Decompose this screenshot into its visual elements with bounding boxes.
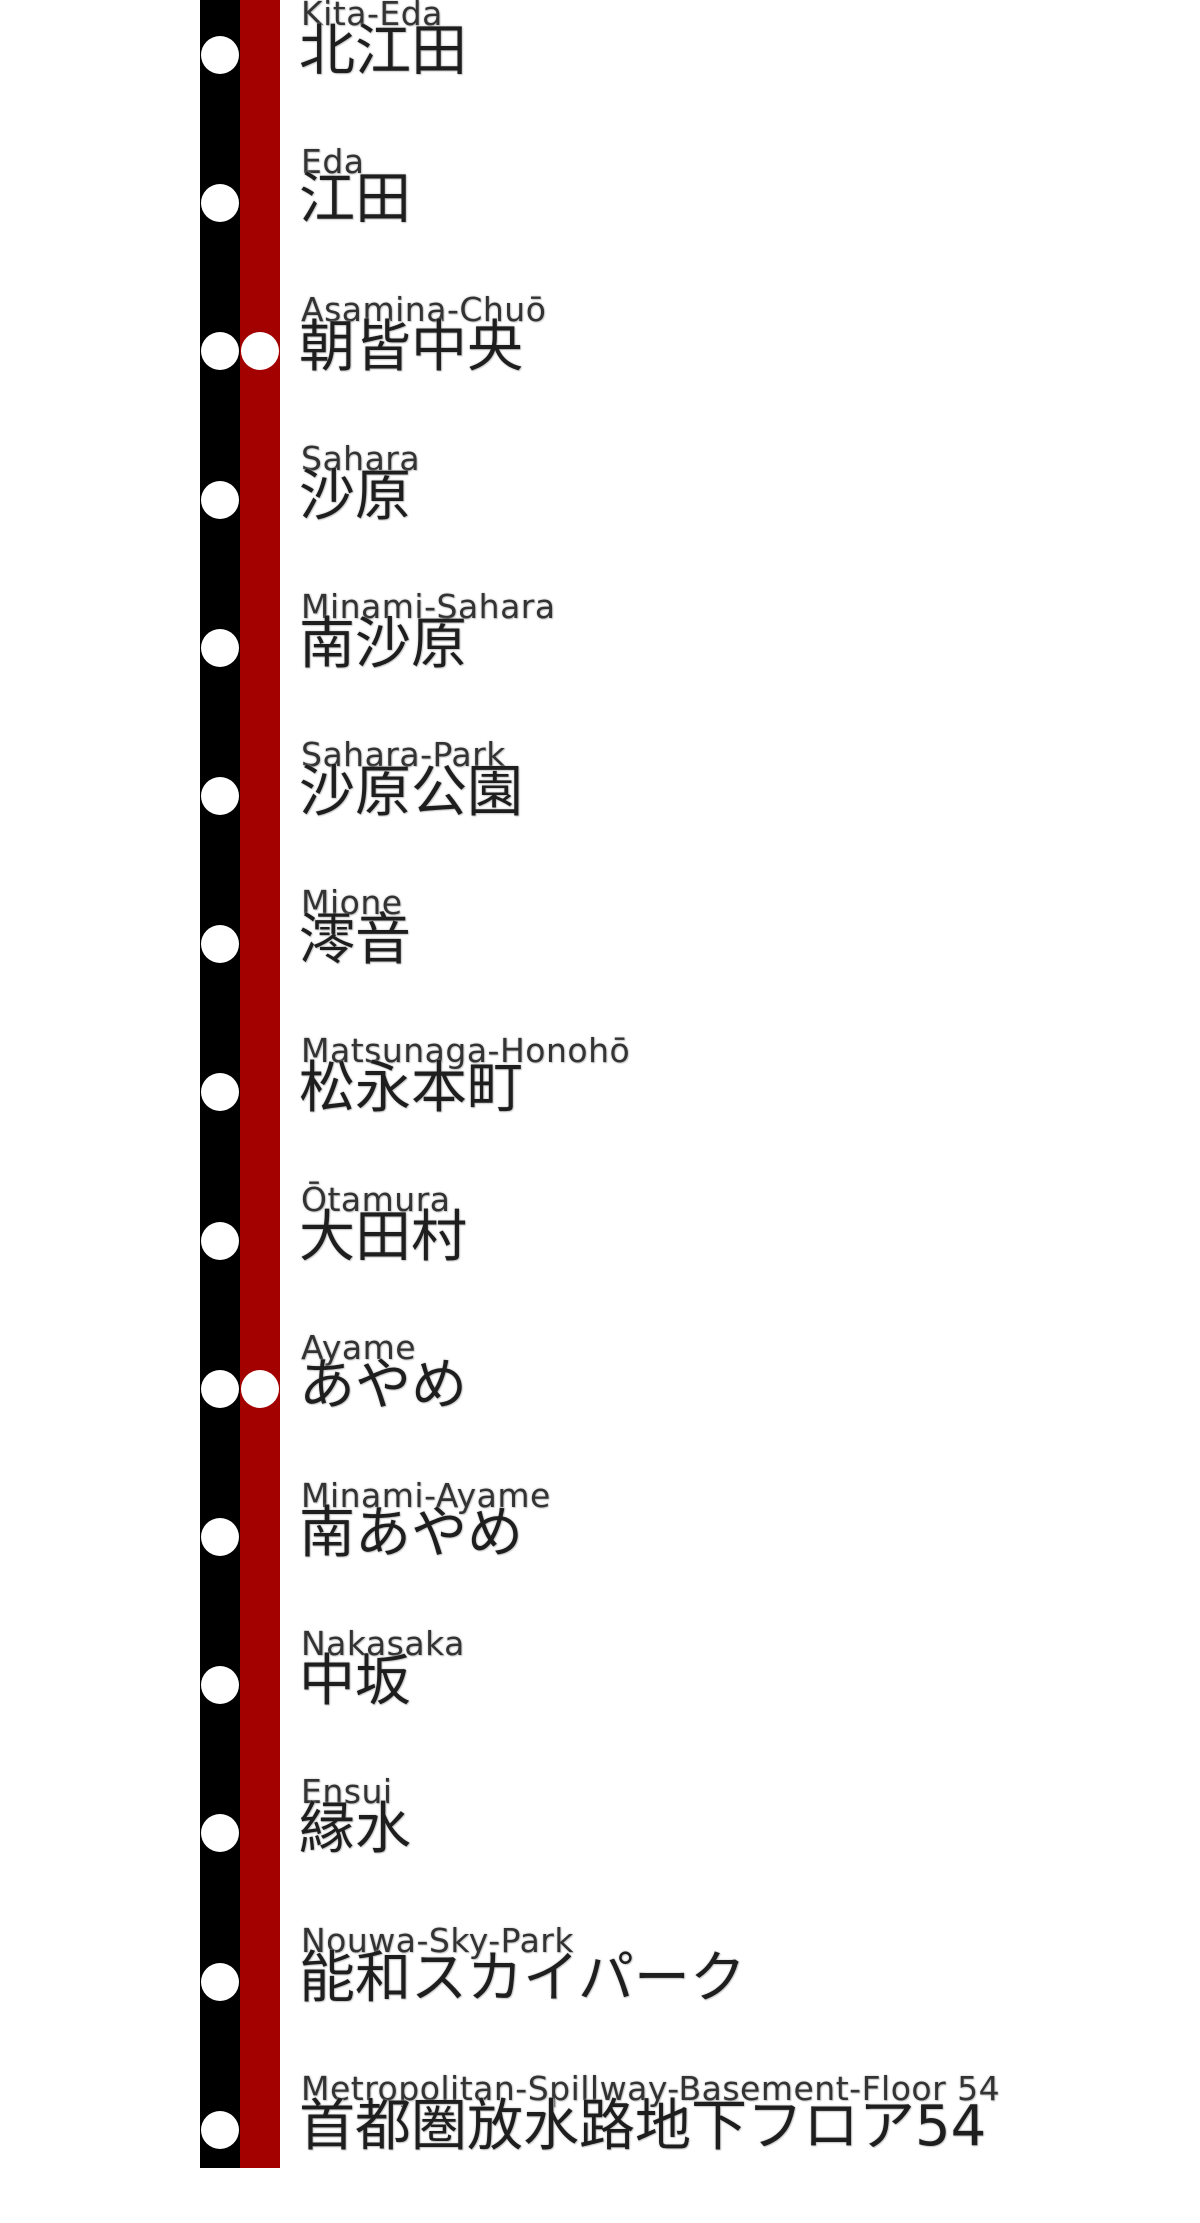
station-name-en: Ayame (301, 1327, 417, 1367)
station-item[interactable]: Sahara 沙原 (0, 440, 1200, 593)
station-item[interactable]: Matsunaga-Honohō 松永本町 (0, 1033, 1200, 1185)
station-name-en: Kita-Eda (301, 0, 443, 33)
station-name-en: Nakasaka (301, 1624, 465, 1664)
station-name-ja: 南沙原 (299, 611, 467, 677)
station-item[interactable]: Eda 江田 (0, 144, 1200, 296)
black-line-station-dot-icon (201, 1518, 239, 1556)
station-item[interactable]: Kita-Eda 北江田 (0, 0, 1200, 148)
station-name-ja: あやめ (299, 1352, 467, 1418)
black-line-station-dot-icon (201, 480, 239, 519)
black-line-station-dot-icon (201, 628, 239, 667)
station-name-ja: 沙原 (299, 463, 411, 529)
station-item[interactable]: Minami-Sahara 南沙原 (0, 588, 1200, 741)
station-name-en: Sahara-Park (301, 735, 506, 774)
station-name-en: Minami-Ayame (301, 1476, 551, 1515)
black-line-station-dot-icon (201, 1369, 239, 1408)
station-item[interactable]: Nouwa-Sky-Park 能和スカイパーク (0, 1922, 1200, 2075)
station-name-ja: 北江田 (299, 19, 467, 84)
station-name-en: Mione (301, 883, 403, 923)
red-line-station-dot-icon (241, 1369, 279, 1408)
station-name-ja: 能和スカイパーク (299, 1945, 746, 2011)
station-item[interactable]: Sahara-Park 沙原公園 (0, 737, 1200, 889)
black-line-station-dot-icon (201, 1221, 239, 1260)
station-list: Kita-Eda 北江田 Eda 江田 Asamina-Chuō 朝皆中央 Sa… (0, 0, 1200, 2158)
station-item[interactable]: Nakasaka 中坂 (0, 1626, 1200, 1778)
station-name-ja: 中坂 (299, 1649, 411, 1715)
black-line-station-dot-icon (201, 925, 239, 964)
station-name-ja: 江田 (299, 167, 411, 233)
station-name-en: Matsunaga-Honohō (301, 1031, 631, 1071)
station-item[interactable]: Mione 澪音 (0, 885, 1200, 1037)
station-name-ja: 朝皆中央 (299, 315, 523, 381)
station-item[interactable]: Ayame あやめ (0, 1329, 1200, 1482)
station-name-ja: 南あやめ (299, 1501, 523, 1566)
station-name-ja: 大田村 (299, 1204, 467, 1270)
station-name-ja: 沙原公園 (299, 760, 523, 825)
station-name-en: Ensui (301, 1772, 393, 1812)
station-name-en: Nouwa-Sky-Park (301, 1920, 574, 1960)
station-item[interactable]: Ensui 縁水 (0, 1774, 1200, 1926)
black-line-station-dot-icon (201, 1962, 239, 2001)
black-line-station-dot-icon (201, 2110, 239, 2149)
station-name-ja: 澪音 (299, 908, 411, 974)
black-line-station-dot-icon (201, 777, 239, 815)
black-line-station-dot-icon (201, 1814, 239, 1853)
black-line-station-dot-icon (201, 184, 239, 223)
station-name-ja: 首都圏放水路地下フロア54 (299, 2093, 987, 2159)
station-name-en: Asamina-Chuō (301, 290, 547, 330)
station-name-en: Eda (301, 142, 365, 182)
red-line-station-dot-icon (241, 332, 279, 371)
station-item[interactable]: Asamina-Chuō 朝皆中央 (0, 292, 1200, 444)
station-item[interactable]: Minami-Ayame 南あやめ (0, 1478, 1200, 1630)
black-line-station-dot-icon (201, 332, 239, 371)
station-item[interactable]: Metropolitan-Spillway-Basement-Floor 54 … (0, 2070, 1200, 2223)
black-line-station-dot-icon (201, 1073, 239, 1112)
station-name-ja: 縁水 (299, 1797, 411, 1863)
station-item[interactable]: Ōtamura 大田村 (0, 1181, 1200, 1334)
station-name-en: Ōtamura (301, 1179, 451, 1219)
station-name-ja: 松永本町 (299, 1056, 523, 1122)
station-name-en: Minami-Sahara (301, 586, 556, 626)
black-line-station-dot-icon (201, 36, 239, 74)
station-name-en: Sahara (301, 438, 421, 478)
black-line-station-dot-icon (201, 1666, 239, 1705)
station-name-en: Metropolitan-Spillway-Basement-Floor 54 (301, 2068, 1001, 2108)
